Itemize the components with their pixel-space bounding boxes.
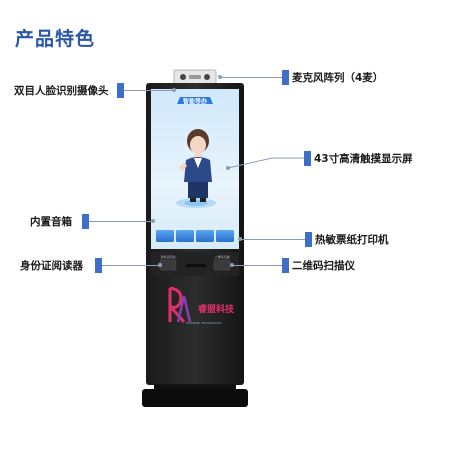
callout-printer: 热敏票纸打印机 (315, 234, 389, 246)
callout-speaker-dot (151, 219, 155, 223)
callout-qr-line (232, 265, 282, 266)
callout-mic-dot (218, 75, 222, 79)
callout-id-reader: 身份证阅读器 (20, 260, 83, 272)
callout-id-reader-dot (158, 263, 162, 267)
callout-printer-line (240, 239, 305, 240)
callout-screen-marker (304, 151, 311, 166)
callout-camera-line (124, 90, 174, 91)
slot-label-left: 身份证阅读 (160, 254, 175, 259)
printer-slot (186, 264, 206, 267)
callout-id-reader-line (102, 265, 160, 266)
camera-lens-right-icon (204, 74, 210, 80)
callout-qr-scanner: 二维码扫描仪 (292, 260, 355, 272)
callout-speaker: 内置音箱 (30, 216, 72, 228)
brand-subtitle: RUIMENG TECHNOLOGY (186, 321, 222, 325)
callout-mic-marker (282, 70, 289, 85)
callout-printer-marker (305, 232, 312, 247)
callout-camera-dot (172, 88, 176, 92)
screen-banner: 智能导办 (183, 98, 207, 106)
slot-label-right: 二维码扫描 (214, 254, 229, 259)
page-title: 产品特色 (15, 28, 96, 50)
avatar-figure (178, 129, 212, 202)
callout-speaker-line (89, 221, 153, 222)
kiosk-base (142, 389, 248, 407)
camera-lens-left-icon (180, 74, 186, 80)
callout-screen: 43寸高清触摸显示屏 (314, 153, 413, 165)
callout-camera: 双目人脸识别摄像头 (14, 85, 109, 97)
callout-qr-marker (282, 258, 289, 273)
callout-speaker-marker (82, 214, 89, 229)
callout-mic-line (220, 77, 282, 78)
callout-mic: 麦克风阵列（4麦） (292, 72, 384, 84)
brand-logo (168, 286, 192, 323)
callout-camera-marker (117, 83, 124, 98)
callout-printer-dot (238, 237, 242, 241)
callout-qr-dot (230, 263, 234, 267)
kiosk-neck (154, 384, 236, 390)
brand-name: 睿盟科技 (198, 303, 235, 315)
callout-id-reader-marker (95, 258, 102, 273)
screen-service-tiles (156, 230, 234, 242)
